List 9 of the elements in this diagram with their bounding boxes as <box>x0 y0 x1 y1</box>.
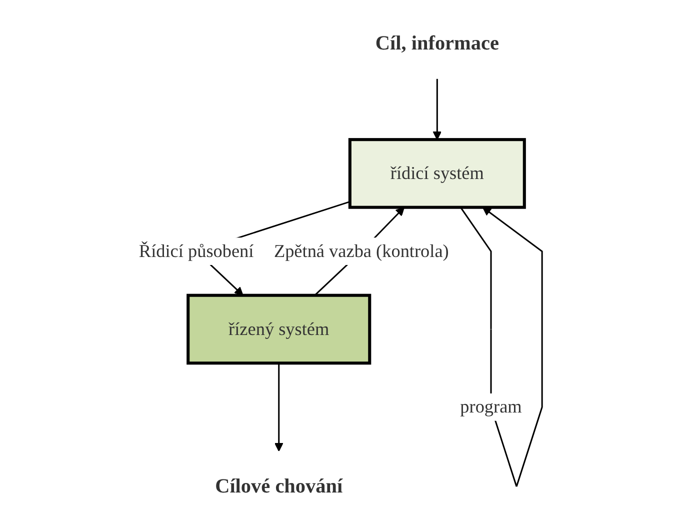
edge-label: Zpětná vazba (kontrola) <box>274 240 449 261</box>
node-text: Cílové chování <box>215 475 343 498</box>
edge-label: program <box>460 396 522 417</box>
node-box: řízený systém <box>186 294 372 365</box>
node-text: Cíl, informace <box>375 32 499 55</box>
edge-label: Řídicí působení <box>138 240 254 261</box>
node-box: řídicí systém <box>348 138 526 209</box>
arrow <box>274 363 284 452</box>
arrow <box>432 78 442 140</box>
